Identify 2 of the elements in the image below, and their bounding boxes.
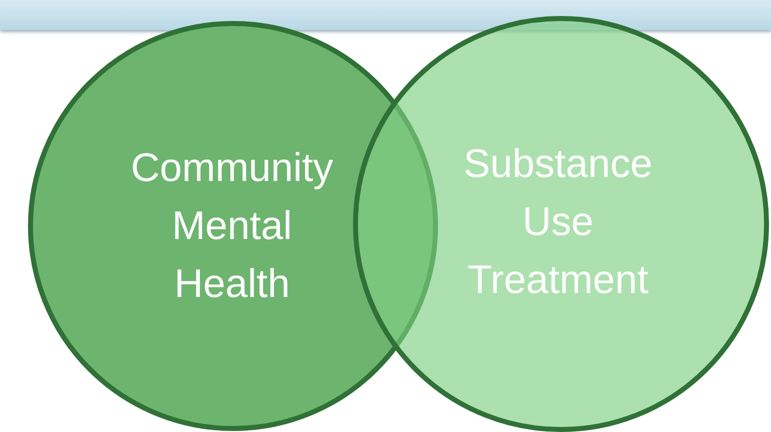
circle-label: Substance Use Treatment — [462, 141, 654, 304]
circle-label: Community Mental Health — [130, 145, 334, 308]
